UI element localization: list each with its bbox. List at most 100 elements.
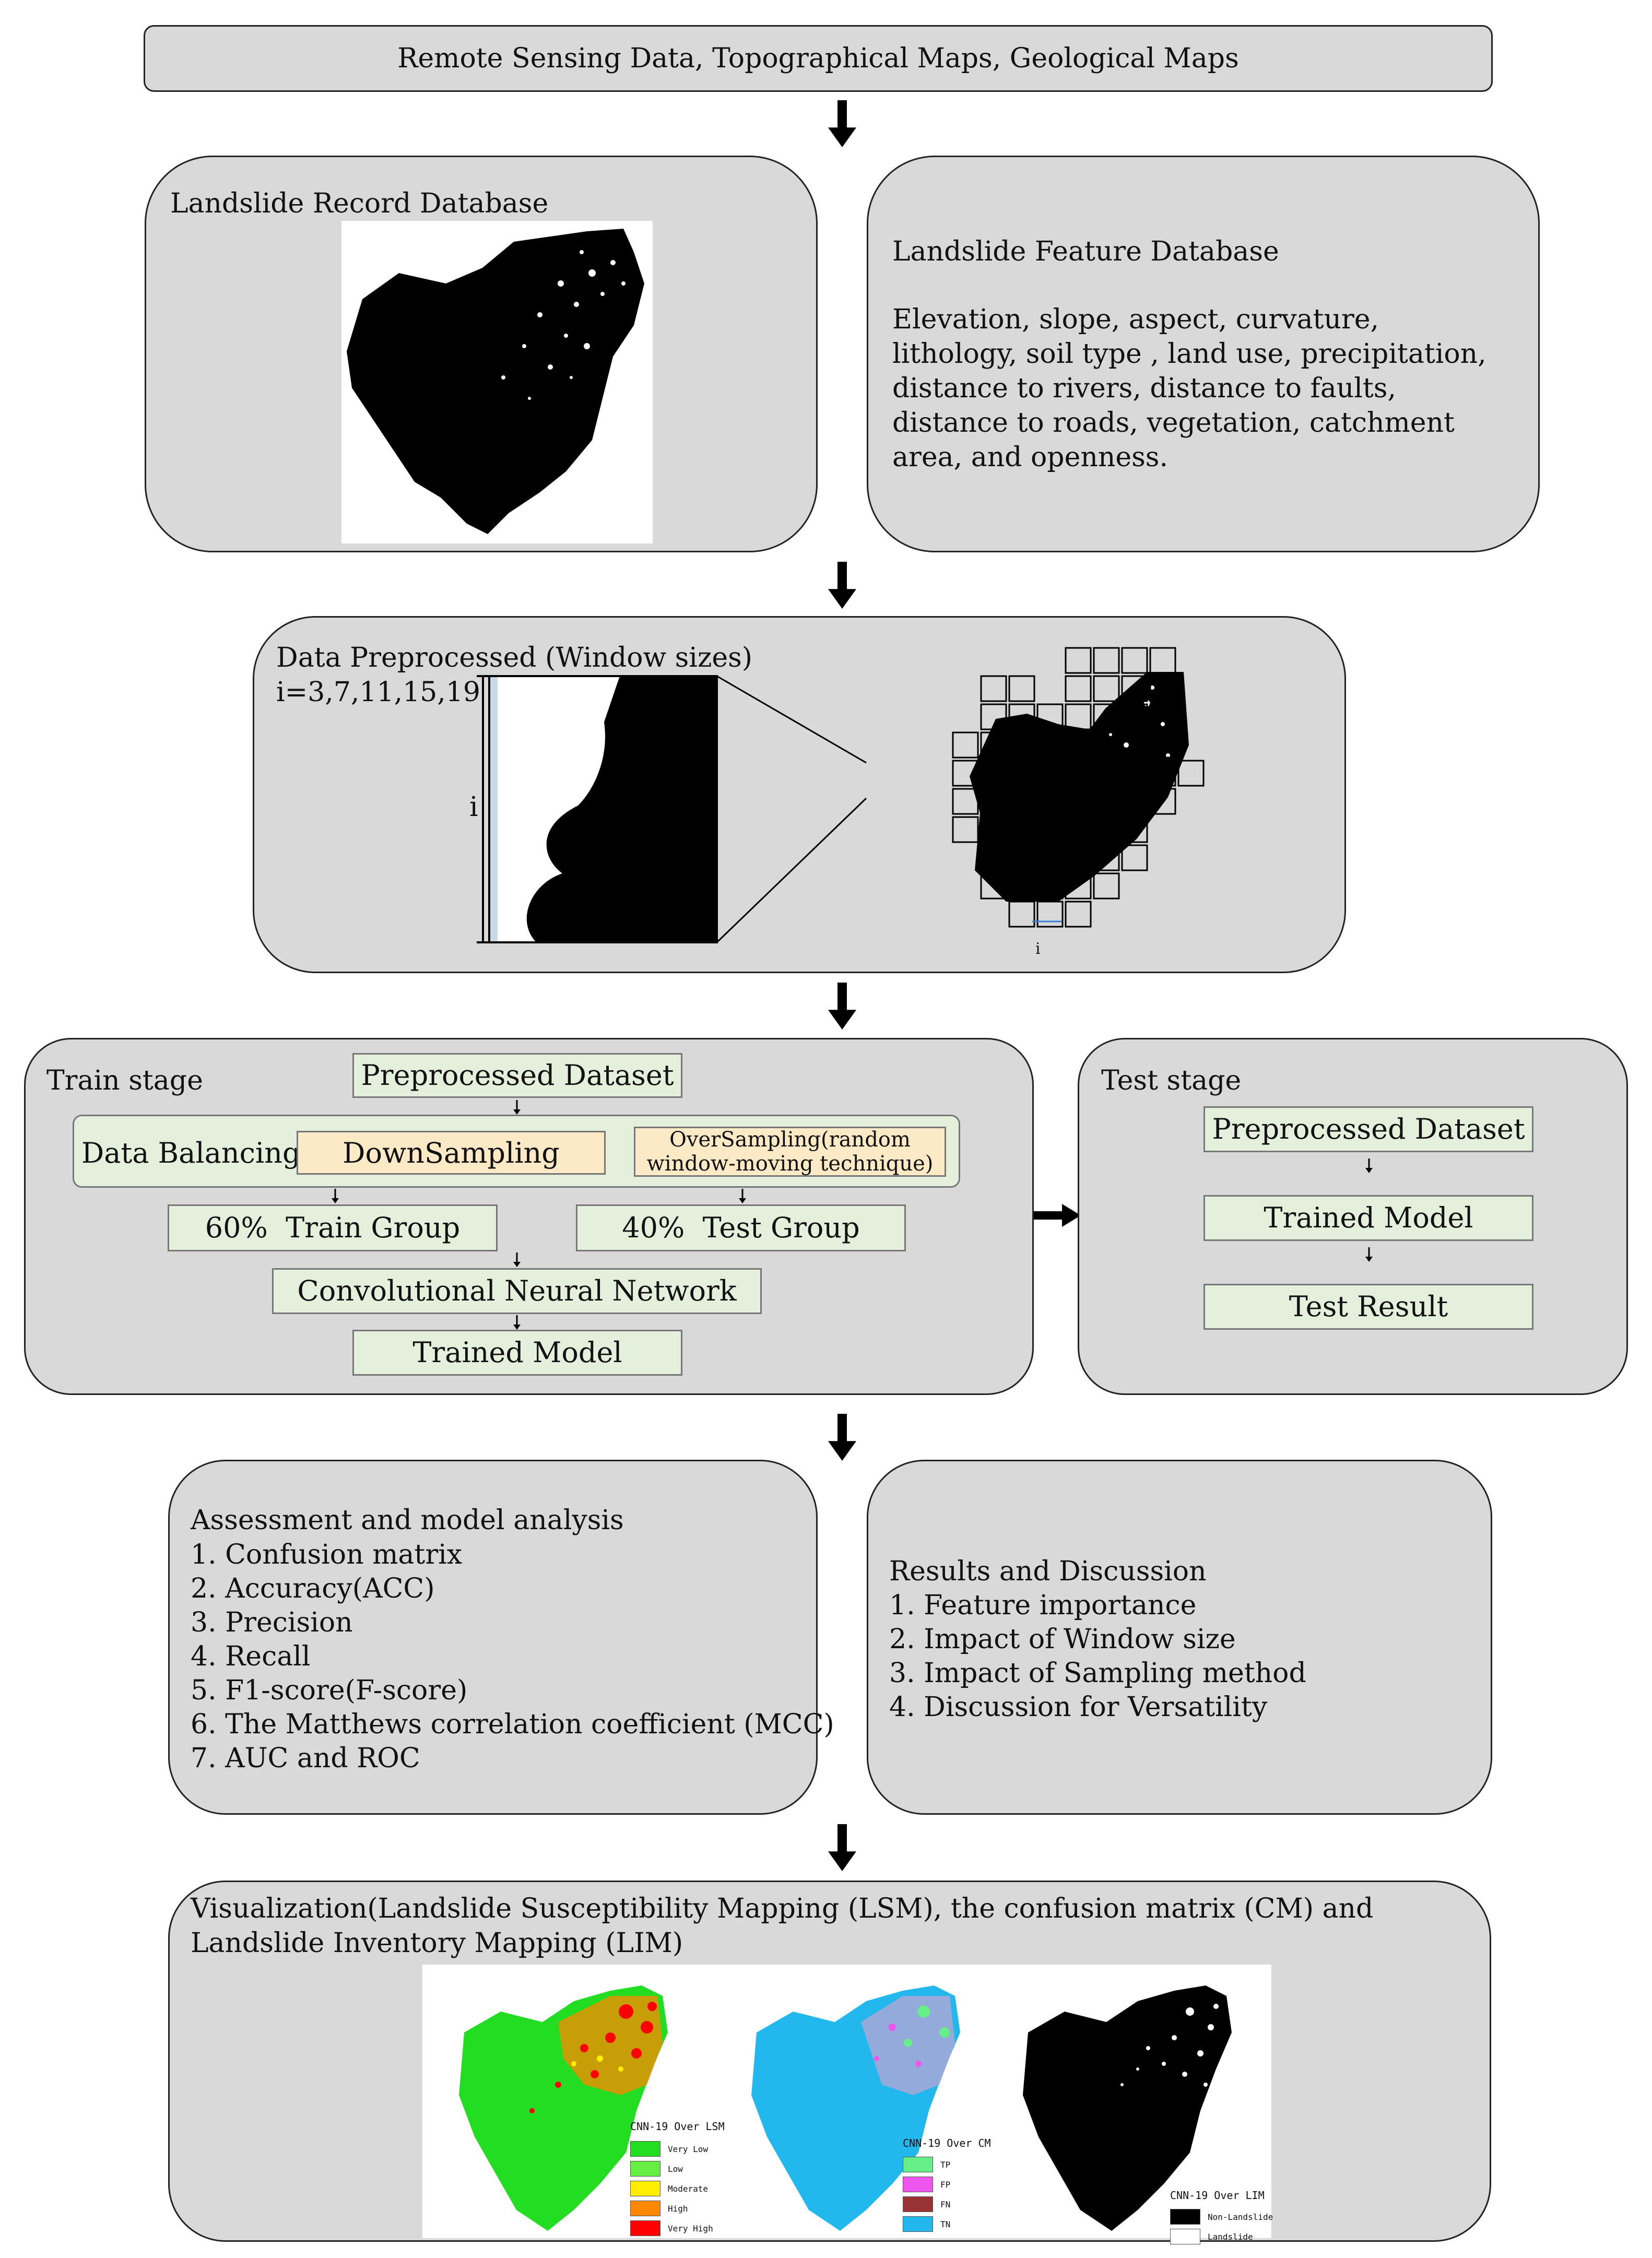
train-arrow-4	[513, 1252, 521, 1267]
lsm-legend-title: CNN-19 Over LSM	[630, 2120, 725, 2133]
cnn-box: Convolutional Neural Network	[272, 1268, 762, 1314]
train-stage-box: Train stage Preprocessed Dataset Data Ba…	[24, 1038, 1034, 1395]
grid-cell	[1065, 675, 1092, 702]
grid-cell	[1121, 703, 1148, 730]
grid-cell	[1008, 844, 1035, 871]
legend-swatch	[630, 2181, 660, 2196]
grid-cell	[1093, 872, 1120, 900]
lsm-map	[459, 1985, 668, 2231]
grid-cell	[1093, 703, 1120, 730]
legend-label: Landslide	[1208, 2231, 1253, 2242]
grid-cell	[1008, 901, 1035, 928]
legend-item: TN	[903, 2214, 950, 2234]
cm-map	[751, 1985, 960, 2231]
legend-swatch	[1170, 2209, 1200, 2225]
legend-item: TP	[903, 2155, 950, 2174]
test-group-box: 40% Test Group	[576, 1204, 906, 1251]
assessment-item: 2. Accuracy(ACC)	[191, 1573, 435, 1604]
results-item: 1. Feature importance	[889, 1590, 1197, 1621]
grid-cell	[1065, 816, 1092, 843]
assessment-item: 1. Confusion matrix	[191, 1539, 463, 1570]
grid-cell	[952, 760, 979, 787]
window-sizes-label: i=3,7,11,15,19	[276, 677, 480, 708]
grid-cell	[980, 703, 1007, 730]
grid-cell	[980, 788, 1007, 815]
legend-item: Moderate	[630, 2179, 713, 2198]
legend-label: Moderate	[668, 2183, 709, 2194]
grid-cell	[1036, 731, 1064, 759]
assessment-item: 3. Precision	[191, 1607, 353, 1638]
visualization-box: Visualization(Landslide Susceptibility M…	[168, 1881, 1491, 2244]
test-trained-model: Trained Model	[1203, 1195, 1533, 1241]
assessment-item: 4. Recall	[191, 1641, 311, 1672]
data-sources-box: Remote Sensing Data, Topographical Maps,…	[144, 25, 1493, 92]
train-arrow-2	[332, 1189, 339, 1203]
results-item: 4. Discussion for Versatility	[889, 1692, 1268, 1723]
legend-label: Very High	[668, 2223, 713, 2233]
grid-cell-label: i	[1035, 940, 1041, 958]
legend-label: Non-Landslide	[1208, 2212, 1273, 2222]
downsampling-box: DownSampling	[297, 1131, 606, 1175]
grid-cell	[1036, 901, 1064, 928]
window-zoom-illustration	[477, 675, 867, 943]
grid-cell	[952, 816, 979, 843]
grid-cell	[1149, 647, 1176, 674]
test-arrow-1	[1365, 1158, 1373, 1173]
train-arrow-1	[513, 1100, 521, 1115]
grid-cell	[1008, 675, 1035, 702]
feature-database-box: Landslide Feature Database Elevation, sl…	[867, 156, 1540, 552]
downsampling-label: DownSampling	[343, 1136, 560, 1169]
grid-cell	[1065, 844, 1092, 871]
legend-swatch	[903, 2177, 933, 2192]
grid-cell	[1036, 703, 1064, 730]
grid-cell	[1121, 675, 1148, 702]
grid-cell	[1149, 675, 1176, 702]
flow-arrow-3	[828, 982, 856, 1031]
legend-item: Very High	[630, 2218, 713, 2238]
grid-cell	[1065, 872, 1092, 900]
results-item: 2. Impact of Window size	[889, 1624, 1236, 1655]
preprocess-box: Data Preprocessed (Window sizes) i=3,7,1…	[253, 616, 1346, 973]
legend-label: FP	[940, 2179, 951, 2190]
grid-cell	[1093, 647, 1120, 674]
grid-cell	[1065, 901, 1092, 928]
legend-swatch	[903, 2216, 933, 2232]
record-database-box: Landslide Record Database	[145, 156, 818, 552]
grid-cell	[1149, 703, 1176, 730]
legend-label: High	[668, 2203, 688, 2214]
train-preprocessed-dataset: Preprocessed Dataset	[352, 1053, 682, 1098]
lim-legend-title: CNN-19 Over LIM	[1170, 2189, 1265, 2202]
grid-cell	[1121, 816, 1148, 843]
grid-cell	[1036, 788, 1064, 815]
test-preprocessed-dataset: Preprocessed Dataset	[1203, 1106, 1533, 1152]
grid-cell	[1036, 760, 1064, 787]
data-sources-label: Remote Sensing Data, Topographical Maps,…	[397, 43, 1239, 74]
grid-cell	[952, 731, 979, 759]
grid-cell	[980, 816, 1007, 843]
legend-item: High	[630, 2198, 713, 2218]
grid-cell	[1065, 703, 1092, 730]
oversampling-label: OverSampling(random window-moving techni…	[646, 1128, 934, 1176]
grid-cell	[1065, 788, 1092, 815]
legend-item: Non-Landslide	[1170, 2207, 1273, 2227]
grid-cell	[1065, 760, 1092, 787]
grid-cell	[1121, 647, 1148, 674]
legend-swatch	[630, 2161, 660, 2177]
cm-legend-title: CNN-19 Over CM	[903, 2137, 991, 2149]
test-result-box: Test Result	[1203, 1284, 1533, 1330]
grid-cell	[1065, 731, 1092, 759]
results-box: Results and Discussion 1. Feature import…	[867, 1460, 1492, 1815]
legend-label: TN	[940, 2219, 951, 2229]
flow-arrow-5	[828, 1823, 856, 1872]
legend-item: FP	[903, 2174, 950, 2194]
feature-database-description: Elevation, slope, aspect, curvature, lit…	[892, 304, 1486, 473]
flow-arrow-1	[828, 99, 856, 148]
train-arrow-3	[739, 1189, 746, 1203]
grid-cell	[1093, 675, 1120, 702]
grid-cell	[1008, 788, 1035, 815]
test-stage-box: Test stage Preprocessed Dataset Trained …	[1078, 1038, 1628, 1395]
test-arrow-2	[1365, 1247, 1373, 1262]
